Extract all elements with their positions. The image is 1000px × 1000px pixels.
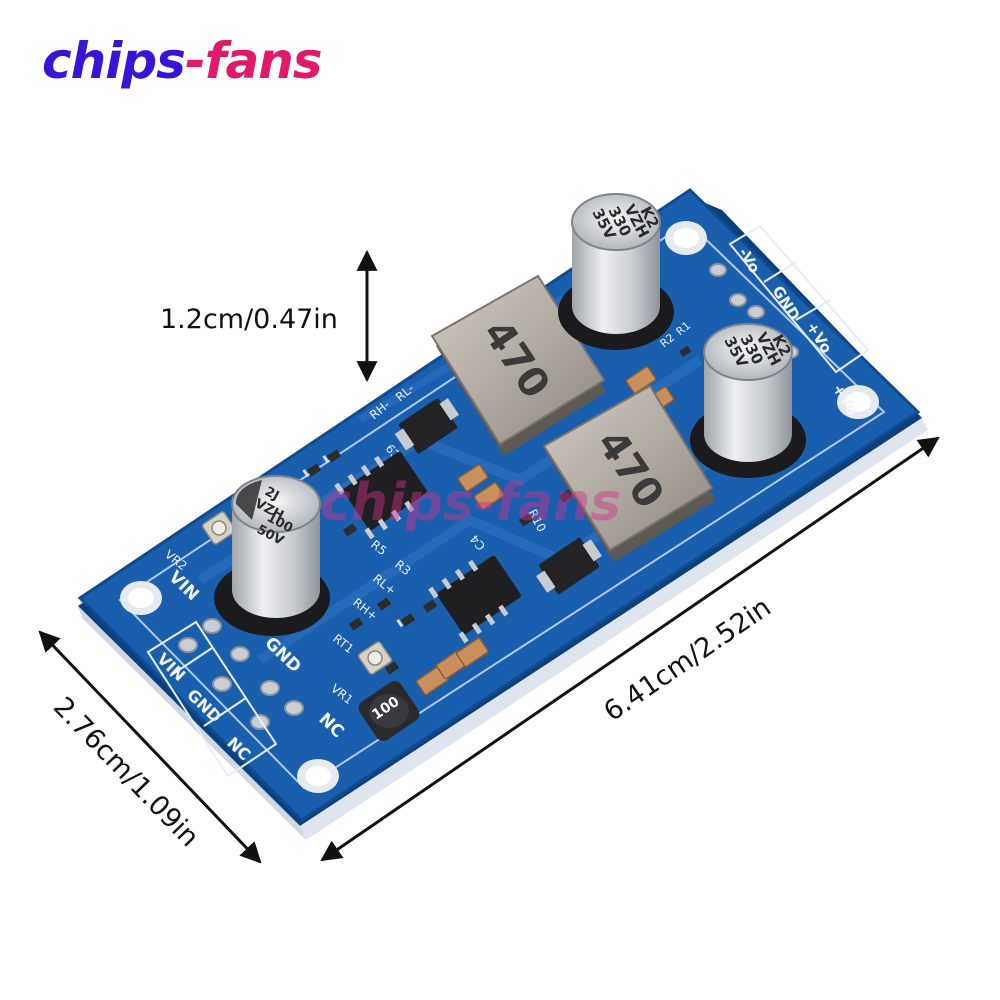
cap-input-text-1: 2J: [262, 484, 281, 504]
inductor-large-2: 470: [542, 384, 716, 562]
smd-resistors: [302, 345, 692, 675]
height-label: 1.2cm/0.47in: [160, 304, 338, 335]
ic-chip-lower: [428, 555, 521, 644]
capacitor-output-2: K2 VZH 330 35V: [690, 323, 806, 478]
capacitor-input: 2J VZH 100 50V: [214, 475, 330, 636]
width-arrow: [38, 630, 262, 864]
trimmer-pot-vr1: [357, 641, 393, 675]
length-arrow: [320, 436, 940, 862]
ic-chip-upper: [334, 451, 427, 540]
watermark: chips-fans: [320, 473, 621, 533]
input-label-table: [146, 620, 278, 778]
input-pads: [178, 618, 304, 730]
logo-text-part2: -fans: [184, 32, 323, 90]
trimmer-pot-vr2: [201, 511, 237, 545]
output-label-table: [728, 224, 870, 374]
mounting-hole: [837, 385, 879, 419]
inductor-small: 100: [358, 681, 420, 741]
diode-upper: [394, 398, 460, 454]
capacitor-output-1: K2 VZH 330 35V: [558, 193, 674, 350]
pcb-board: VIN GND NC VIN GND NC -Vo GND +Vo +Vo VR…: [77, 188, 928, 840]
mounting-hole: [120, 581, 162, 615]
brand-logo: chips-fans: [42, 26, 323, 96]
mounting-hole: [665, 221, 707, 255]
mounting-hole: [297, 759, 339, 793]
diode-lower: [536, 537, 602, 595]
logo-text-part1: chips: [42, 32, 186, 90]
